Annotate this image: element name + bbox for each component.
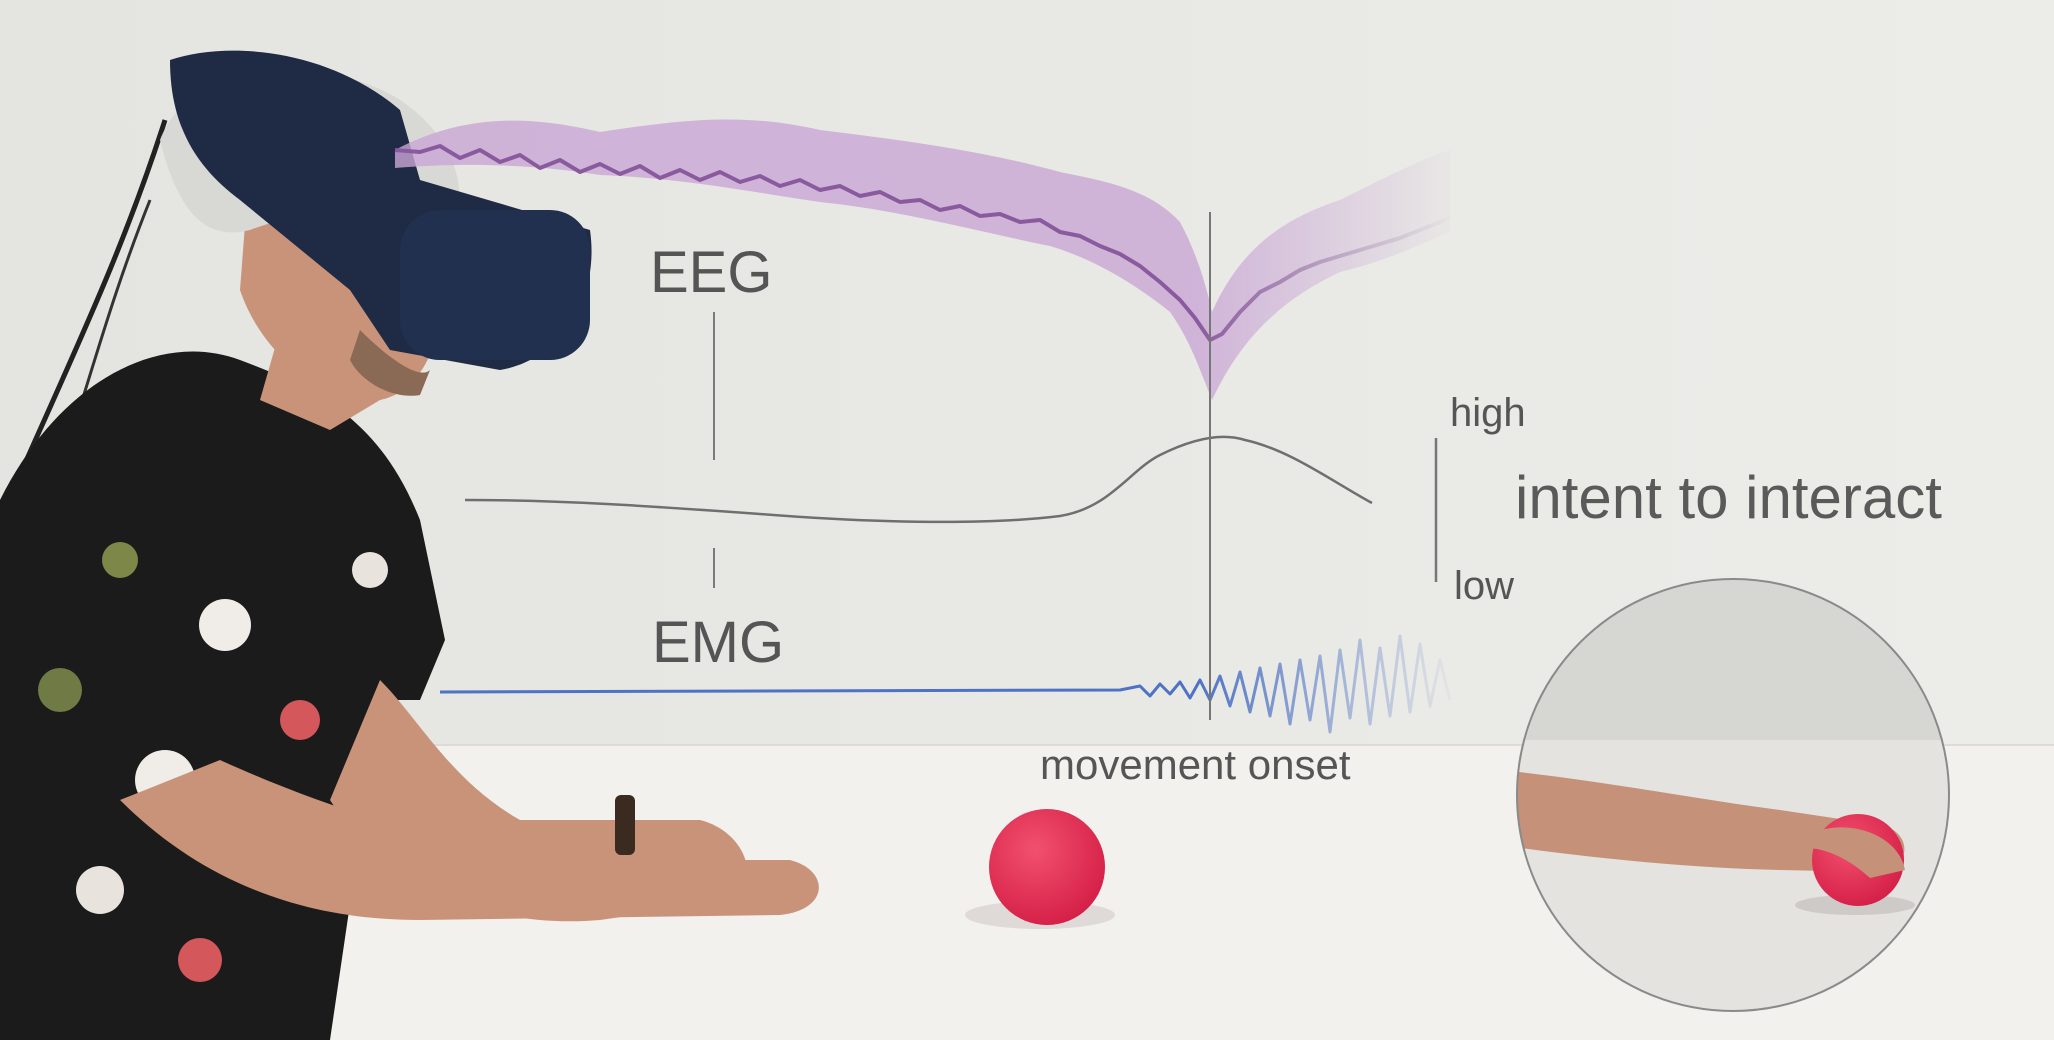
eeg-label: EEG xyxy=(650,240,773,305)
intent-low-label: low xyxy=(1454,564,1515,608)
intent-curve xyxy=(464,435,1373,524)
eeg-confidence-band xyxy=(395,119,1450,400)
intent-to-interact-label: intent to interact xyxy=(1515,464,1942,531)
emg-label: EMG xyxy=(652,610,785,675)
movement-onset-label: movement onset xyxy=(1040,741,1351,788)
red-ball xyxy=(989,809,1105,925)
eeg-mean-line xyxy=(394,144,1451,342)
person-photo xyxy=(0,50,819,1040)
intent-high-label: high xyxy=(1450,391,1526,435)
emg-line xyxy=(439,634,1452,734)
